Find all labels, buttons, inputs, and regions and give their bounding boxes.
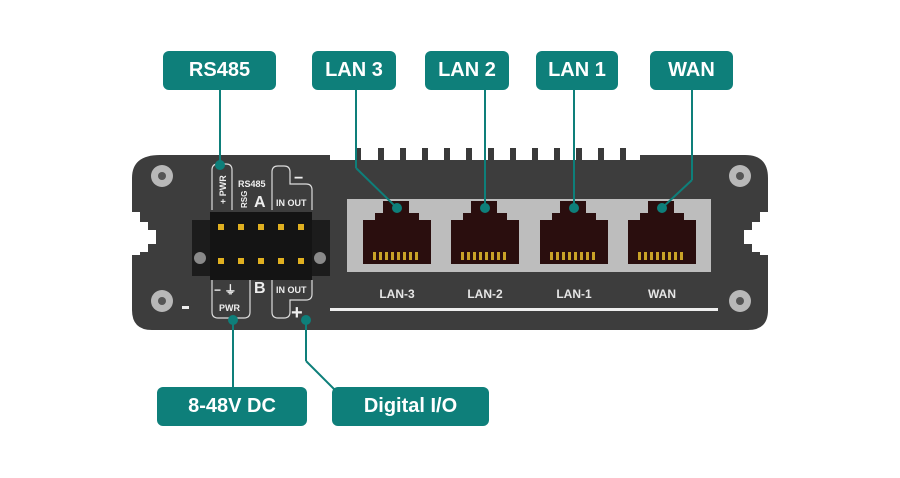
callout-power: 8-48V DC bbox=[157, 387, 307, 426]
rj45-port-lan-3[interactable] bbox=[363, 201, 431, 264]
port-label-wan: WAN bbox=[648, 287, 676, 301]
heatsink-fins bbox=[355, 148, 626, 168]
port-label-lan-3: LAN-3 bbox=[379, 287, 415, 301]
callout-lan-3: LAN 3 bbox=[312, 51, 396, 90]
leader-lines bbox=[219, 90, 693, 391]
callout-lan-1: LAN 1 bbox=[536, 51, 618, 90]
silk-a: A bbox=[254, 194, 266, 211]
callout-lan-2: LAN 2 bbox=[425, 51, 509, 90]
callout-rs485: RS485 bbox=[163, 51, 276, 90]
silk-rs485: RS485 bbox=[238, 179, 266, 189]
divider-line bbox=[330, 308, 718, 311]
leader-dots bbox=[215, 160, 667, 325]
silk-pwr: PWR bbox=[219, 303, 240, 313]
silk-pwr-plus: + PWR bbox=[218, 175, 228, 204]
screw-icon bbox=[151, 165, 751, 312]
silk-rsg: RSG bbox=[240, 191, 249, 208]
rj45-port-lan-1[interactable] bbox=[540, 201, 608, 264]
silk-minus: − bbox=[294, 170, 303, 187]
port-label-lan-2: LAN-2 bbox=[467, 287, 503, 301]
silk-b: B bbox=[254, 280, 266, 297]
rj45-port-wan[interactable] bbox=[628, 201, 696, 264]
port-label-lan-1: LAN-1 bbox=[556, 287, 592, 301]
ethernet-ports bbox=[363, 201, 696, 264]
silk-in-out-bottom: IN OUT bbox=[276, 285, 307, 295]
silk-in-out-top: IN OUT bbox=[276, 198, 307, 208]
callout-wan: WAN bbox=[650, 51, 733, 90]
silk-plus: + bbox=[291, 302, 303, 324]
callout-digital-io: Digital I/O bbox=[332, 387, 489, 426]
terminal-block bbox=[192, 212, 330, 280]
rj45-port-lan-2[interactable] bbox=[451, 201, 519, 264]
silk-minus-ground: − ⏚ bbox=[214, 283, 236, 297]
